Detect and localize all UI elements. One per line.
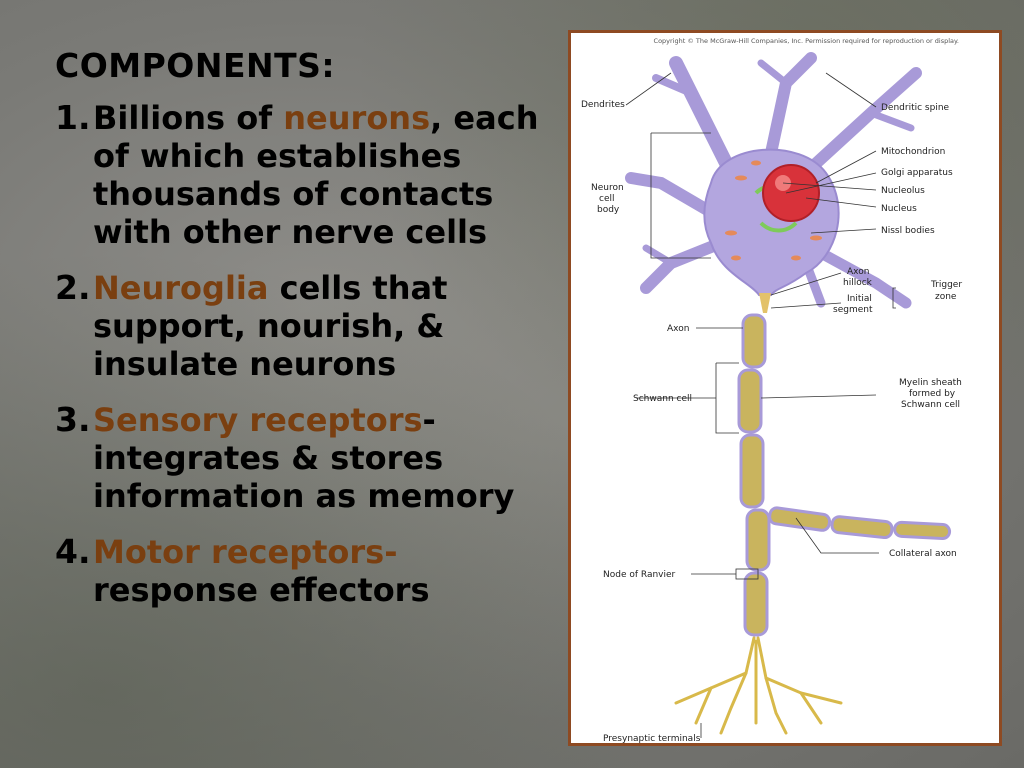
list-item: 2. Neuroglia cells that support, nourish… bbox=[55, 268, 555, 384]
label-mitochondrion: Mitochondrion bbox=[881, 147, 945, 157]
label-cell-body: Neuron bbox=[591, 183, 624, 193]
label-axon: Axon bbox=[667, 324, 689, 334]
item-text: Neuroglia cells that support, nourish, &… bbox=[93, 269, 555, 383]
leader-lines bbox=[625, 72, 896, 738]
item-pre: Billions of bbox=[93, 99, 284, 137]
presynaptic-terminals-shape bbox=[674, 636, 843, 735]
item-number: 1. bbox=[55, 98, 91, 137]
label-initial-segment: segment bbox=[833, 305, 873, 315]
label-cell-body: body bbox=[597, 205, 620, 215]
item-number: 4. bbox=[55, 532, 91, 571]
myelin-sheath-shape bbox=[737, 313, 771, 637]
label-myelin-sheath: Myelin sheath bbox=[899, 378, 962, 388]
item-text: Sensory receptors- integrates & stores i… bbox=[93, 401, 555, 515]
collateral-axon-shape bbox=[768, 506, 952, 541]
golgi-shape bbox=[759, 221, 798, 233]
item-post: response effectors bbox=[93, 571, 430, 609]
nucleus-shape bbox=[762, 164, 820, 222]
item-highlight: Sensory receptors bbox=[93, 401, 423, 439]
text-panel: COMPONENTS: 1. Billions of neurons, each… bbox=[55, 40, 555, 627]
copyright-text: Copyright © The McGraw-Hill Companies, I… bbox=[654, 37, 959, 45]
label-trigger-zone: Trigger bbox=[930, 280, 962, 290]
label-golgi: Golgi apparatus bbox=[881, 168, 953, 178]
label-nissl: Nissl bodies bbox=[881, 226, 935, 236]
label-trigger-zone: zone bbox=[935, 292, 957, 302]
item-highlight: neurons bbox=[283, 99, 431, 137]
neuron-diagram: Copyright © The McGraw-Hill Companies, I… bbox=[581, 37, 962, 743]
label-axon-hillock: hillock bbox=[843, 278, 873, 288]
item-post: cells that support, nourish, & insulate … bbox=[93, 269, 448, 383]
neuron-figure: Copyright © The McGraw-Hill Companies, I… bbox=[568, 30, 1002, 746]
label-axon-hillock: Axon bbox=[847, 267, 869, 277]
initial-segment-shape bbox=[759, 293, 771, 313]
label-cell-body: cell bbox=[599, 194, 615, 204]
cell-body-shape bbox=[703, 148, 840, 296]
item-number: 2. bbox=[55, 268, 91, 307]
item-post: - integrates & stores information as mem… bbox=[93, 401, 515, 515]
item-post: , each of which establishes thousands of… bbox=[93, 99, 539, 251]
label-nucleus: Nucleus bbox=[881, 204, 917, 214]
label-myelin-sheath: Schwann cell bbox=[901, 400, 960, 410]
list-item: 1. Billions of neurons, each of which es… bbox=[55, 98, 555, 252]
label-presynaptic-terminals: Presynaptic terminals bbox=[603, 734, 701, 743]
label-node-of-ranvier: Node of Ranvier bbox=[603, 570, 676, 580]
label-schwann-cell: Schwann cell bbox=[633, 394, 692, 404]
item-number: 3. bbox=[55, 400, 91, 439]
label-myelin-sheath: formed by bbox=[909, 389, 956, 399]
item-text: Billions of neurons, each of which estab… bbox=[93, 99, 555, 251]
dendrites-shape bbox=[625, 52, 922, 309]
label-dendrites: Dendrites bbox=[581, 100, 625, 110]
label-dendritic-spine: Dendritic spine bbox=[881, 103, 950, 113]
list-item: 3. Sensory receptors- integrates & store… bbox=[55, 400, 555, 516]
item-highlight: Motor receptors- bbox=[93, 533, 398, 571]
list-item: 4. Motor receptors- response effectors bbox=[55, 532, 555, 610]
slide-heading: COMPONENTS: bbox=[55, 46, 336, 85]
item-text: Motor receptors- response effectors bbox=[93, 533, 555, 609]
label-nucleolus: Nucleolus bbox=[881, 186, 925, 196]
label-collateral-axon: Collateral axon bbox=[889, 549, 957, 559]
label-initial-segment: Initial bbox=[847, 294, 872, 304]
item-highlight: Neuroglia bbox=[93, 269, 269, 307]
